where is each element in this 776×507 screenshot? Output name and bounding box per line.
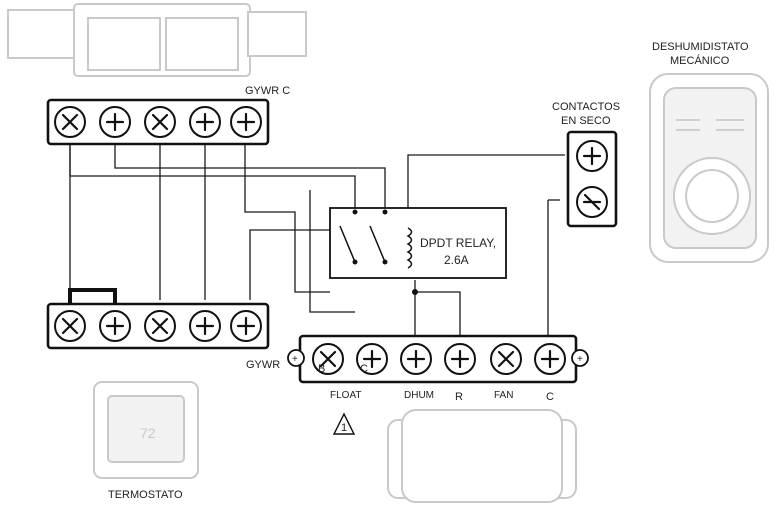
ghost-bottom-unit [387, 409, 577, 503]
terminal-label: FAN [494, 390, 513, 401]
dehumidistat-label-line1: DESHUMIDISTATO [652, 41, 749, 53]
warning-number: 1 [341, 422, 347, 434]
screw-terminal-icon [189, 310, 221, 342]
screw-terminal-icon [144, 106, 176, 138]
ghost-equipment-top [7, 3, 307, 77]
ghost-dehumidistat [649, 73, 769, 263]
screw-terminal-icon [400, 343, 432, 375]
screw-terminal-icon [144, 310, 176, 342]
control-terminal-strip: + + B C FLOAT DHUM R FAN C [287, 334, 589, 403]
svg-text:72: 72 [140, 425, 156, 441]
thermostat-terminals-label: GYWR [246, 359, 280, 371]
relay-coil-icon [406, 227, 413, 269]
screw-terminal-icon [444, 343, 476, 375]
wires [68, 140, 565, 336]
terminal-inner-label: C [360, 363, 368, 375]
screw-terminal-icon [356, 343, 388, 375]
dry-contacts-label-line2: EN SECO [561, 115, 611, 127]
screw-terminal-icon [99, 310, 131, 342]
screw-terminal-icon [54, 310, 86, 342]
thermostat-terminal-strip: GYWR [46, 302, 280, 371]
terminal-label: FLOAT [330, 390, 361, 401]
screw-terminal-icon [312, 343, 344, 375]
relay-switch-icon [339, 209, 388, 265]
screw-terminal-icon [54, 106, 86, 138]
screw-terminal-icon [230, 106, 262, 138]
screw-terminal-icon [576, 140, 608, 172]
thermostat-label: TERMOSTATO [108, 489, 183, 501]
dpdt-relay: DPDT RELAY, 2.6A [329, 207, 507, 295]
terminal-inner-label: B [318, 363, 325, 375]
screw-terminal-icon [189, 106, 221, 138]
screw-terminal-icon [576, 186, 608, 218]
screw-terminal-icon [99, 106, 131, 138]
dry-contacts: CONTACTOS EN SECO [552, 101, 620, 228]
plus-left-label: + [292, 354, 298, 365]
dry-contacts-label-line1: CONTACTOS [552, 101, 620, 113]
warning-triangle-icon: 1 [332, 412, 356, 435]
terminal-label: DHUM [404, 390, 434, 401]
screw-terminal-icon [490, 343, 522, 375]
relay-label-line1: DPDT RELAY, [420, 236, 496, 250]
relay-label-line2: 2.6A [444, 253, 469, 267]
screw-terminal-icon [230, 310, 262, 342]
screw-terminal-icon [534, 343, 566, 375]
plus-right-label: + [577, 354, 583, 365]
terminal-label: C [546, 391, 554, 403]
top-terminals-label: GYWR C [245, 85, 290, 97]
ghost-thermostat: 72 [93, 381, 199, 479]
dehumidistat-label-line2: MECÁNICO [670, 54, 730, 67]
top-terminal-strip: GYWR C [46, 85, 290, 146]
terminal-label: R [455, 391, 463, 403]
